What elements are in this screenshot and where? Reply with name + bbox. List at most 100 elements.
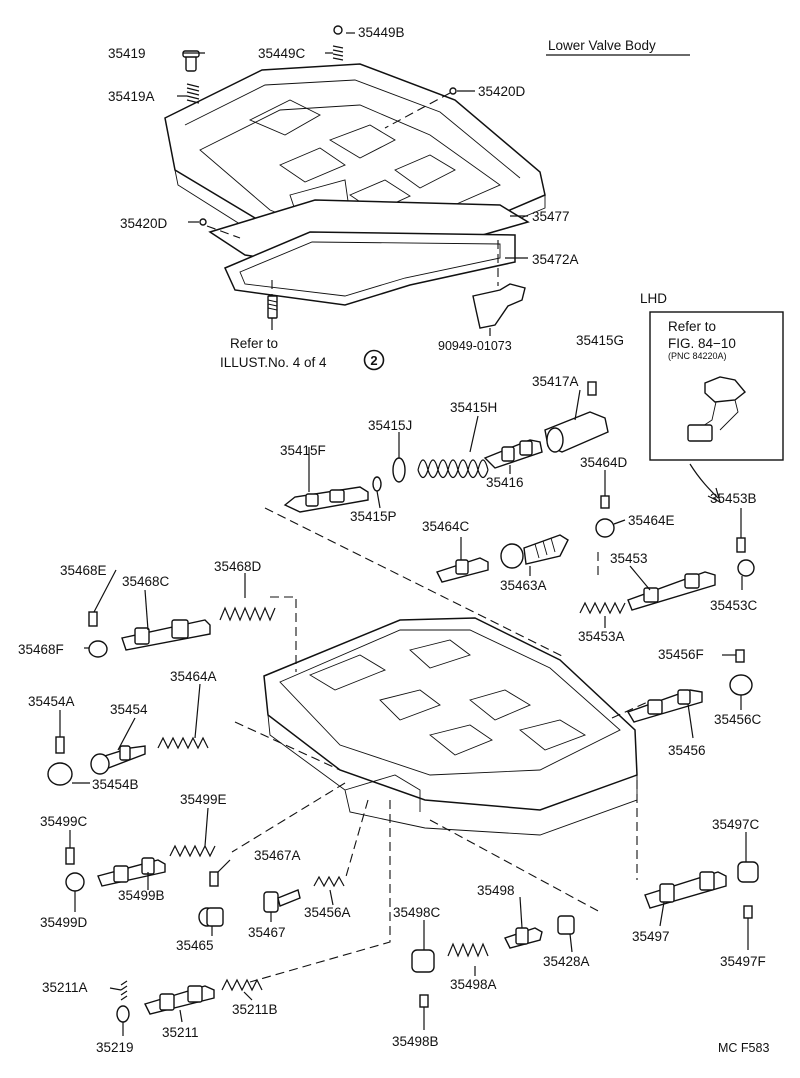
refer-note-line1: Refer to xyxy=(230,336,278,351)
label-35464A: 35464A xyxy=(170,669,217,684)
label-35477: 35477 xyxy=(532,209,570,224)
label-35499B: 35499B xyxy=(118,888,165,903)
valve-35497 xyxy=(644,871,727,909)
leader-35464E xyxy=(613,519,626,525)
dash-35464A xyxy=(234,721,341,771)
spring-35456A xyxy=(313,875,345,888)
pin-35499C xyxy=(65,847,75,865)
sleeve-35417A xyxy=(544,411,609,453)
valve-35464C xyxy=(436,557,489,583)
footer-code: MC F583 xyxy=(718,1041,769,1055)
leader-35415P xyxy=(376,490,381,509)
lhd-box xyxy=(649,311,784,461)
label-35468E: 35468E xyxy=(60,563,107,578)
leader-35417A xyxy=(574,389,581,421)
leader-35456A xyxy=(329,889,334,906)
label-35453A: 35453A xyxy=(578,629,625,644)
plug-35219 xyxy=(116,1005,130,1023)
label-35499E: 35499E xyxy=(180,792,227,807)
plug-35499D xyxy=(65,872,85,892)
dash-35211B xyxy=(249,800,391,983)
label-35468F: 35468F xyxy=(18,642,64,657)
label-35499C: 35499C xyxy=(40,814,88,829)
ball-35449B xyxy=(333,25,343,35)
plug-35498C xyxy=(411,949,435,973)
label-35219: 35219 xyxy=(96,1040,134,1055)
plug-35453C xyxy=(737,559,755,577)
label-35453B: 35453B xyxy=(710,491,757,506)
label-35472A: 35472A xyxy=(532,252,579,267)
plug-35468F xyxy=(88,640,108,658)
label-35464C: 35464C xyxy=(422,519,470,534)
lhd-line1: Refer to xyxy=(668,319,716,334)
label-35497F: 35497F xyxy=(720,954,766,969)
gasket-35472A xyxy=(223,231,516,306)
plug-35454B xyxy=(47,762,73,786)
label-35415G: 35415G xyxy=(576,333,624,348)
pin-35454A xyxy=(55,736,65,754)
lower-valve-body xyxy=(263,617,638,836)
pin-35211A xyxy=(120,980,128,1001)
washer-35415J xyxy=(392,457,406,483)
valve-35454 xyxy=(90,745,146,775)
valve-35499B xyxy=(97,857,166,887)
leader-35428A xyxy=(569,933,573,953)
label-35498C: 35498C xyxy=(393,905,441,920)
label-35456A: 35456A xyxy=(304,905,351,920)
bracket-90949-01073 xyxy=(472,283,526,329)
lhd-pnc: (PNC 84220A) xyxy=(668,351,727,361)
label-35453: 35453 xyxy=(610,551,648,566)
label-35449B: 35449B xyxy=(358,25,405,40)
dash-35456 xyxy=(611,699,653,719)
label-35428A: 35428A xyxy=(543,954,590,969)
ball-35420D-lower xyxy=(199,218,207,226)
dash-35420D-b xyxy=(206,225,241,239)
label-35211A: 35211A xyxy=(42,980,88,995)
plug-35465 xyxy=(198,907,224,927)
leader-35456 xyxy=(687,703,694,739)
label-35464D: 35464D xyxy=(580,455,628,470)
label-35456C: 35456C xyxy=(714,712,762,727)
label-35463A: 35463A xyxy=(500,578,547,593)
label-35415P: 35415P xyxy=(350,509,397,524)
label-35456: 35456 xyxy=(668,743,706,758)
label-35468C: 35468C xyxy=(122,574,170,589)
leader-35497 xyxy=(659,901,665,927)
leader-35415H xyxy=(469,415,479,453)
label-35415H: 35415H xyxy=(450,400,497,415)
leader-35499E xyxy=(204,807,209,847)
bolt-upper xyxy=(267,295,278,319)
label-35497: 35497 xyxy=(632,929,670,944)
spring-35419A xyxy=(186,83,200,104)
valve-35467 xyxy=(263,889,301,913)
leader-35464A xyxy=(194,683,201,739)
spring-35464A xyxy=(157,736,209,750)
pin-35498B xyxy=(419,994,429,1008)
label-90949-01073: 90949-01073 xyxy=(438,339,512,353)
valve-35415F xyxy=(283,486,369,513)
label-35497C: 35497C xyxy=(712,817,760,832)
leader-35498 xyxy=(519,896,523,929)
leader-35211B xyxy=(243,991,253,1001)
valve-35211 xyxy=(144,985,215,1015)
pin-35453B xyxy=(736,537,746,553)
spring-35211B xyxy=(221,978,263,992)
label-35467: 35467 xyxy=(248,925,286,940)
label-35415F: 35415F xyxy=(280,443,326,458)
label-35454B: 35454B xyxy=(92,777,139,792)
lhd-heading: LHD xyxy=(640,291,667,306)
label-35211: 35211 xyxy=(162,1025,199,1040)
plug-35464E xyxy=(595,518,615,538)
dash-35456A xyxy=(344,799,369,881)
pin-35468E xyxy=(88,611,98,627)
valve-35468C xyxy=(121,619,211,651)
valve-35463A xyxy=(500,534,569,569)
spring-35453A xyxy=(579,601,626,615)
dash-35467A xyxy=(231,782,346,853)
plug-35497C xyxy=(737,861,759,883)
valve-35416 xyxy=(483,439,543,469)
label-35420D-upper: 35420D xyxy=(478,84,526,99)
leader-35211A xyxy=(109,987,122,991)
pin-35497F xyxy=(743,905,753,919)
